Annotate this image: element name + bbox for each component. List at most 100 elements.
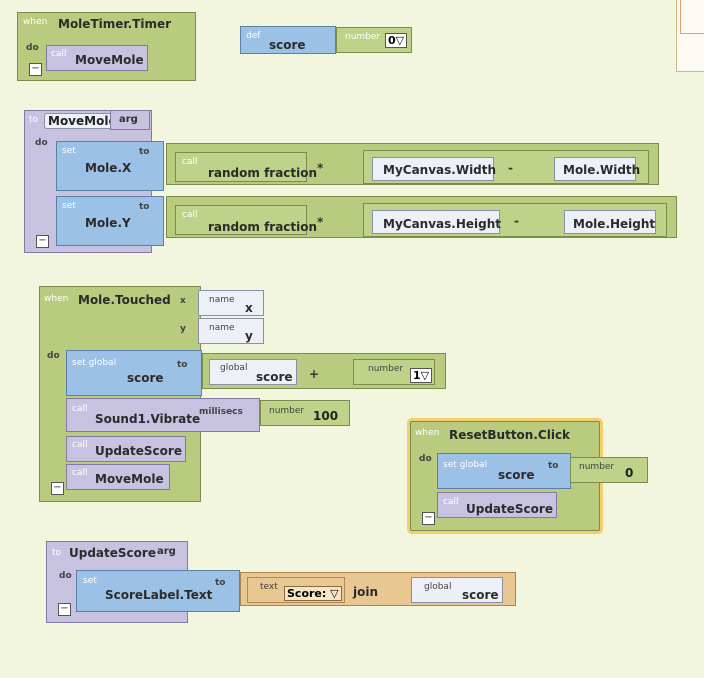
- call-movemole-block[interactable]: call MoveMole: [66, 464, 170, 490]
- canvas-height-getter[interactable]: MyCanvas.Height: [372, 210, 501, 234]
- random-fraction-call[interactable]: call random fraction: [175, 152, 317, 182]
- def-label: def: [246, 31, 261, 41]
- event-name: ResetButton.Click: [449, 428, 571, 442]
- property-name: Mole.Y: [85, 216, 131, 230]
- mole-width-getter[interactable]: Mole.Width: [554, 157, 640, 181]
- call-label: call: [72, 468, 88, 478]
- subtract-block-x[interactable]: MyCanvas.Width - Mole.Width: [363, 150, 649, 184]
- set-scorelabel-text-block[interactable]: set ScoreLabel.Text to: [76, 570, 240, 612]
- to-label: to: [177, 360, 188, 370]
- variable-name: score: [269, 38, 306, 52]
- number-value: 100: [313, 409, 339, 423]
- multiply-operator: *: [317, 215, 324, 229]
- to-label: to: [548, 461, 559, 471]
- global-score-getter[interactable]: global score: [411, 577, 503, 603]
- to-label: to: [52, 548, 62, 558]
- millisecs-label: millisecs: [199, 407, 243, 417]
- collapse-button[interactable]: −: [58, 603, 71, 616]
- number-dropdown[interactable]: 0▽: [385, 33, 408, 48]
- mole-timer-event-block[interactable]: when MoleTimer.Timer do call MoveMole −: [17, 12, 196, 81]
- property-name: MyCanvas.Width: [383, 163, 497, 177]
- set-global-score-block[interactable]: set global score to: [437, 453, 571, 489]
- multiply-block-y[interactable]: call random fraction * MyCanvas.Height -…: [166, 196, 677, 238]
- procedure-name: MoveMole: [95, 472, 164, 486]
- do-label: do: [59, 571, 72, 581]
- when-label: when: [44, 294, 69, 304]
- text-value-field[interactable]: Score: ▽: [284, 586, 342, 601]
- set-mole-y-block[interactable]: set Mole.Y to: [56, 196, 164, 246]
- to-label: to: [29, 115, 39, 125]
- random-fraction-call[interactable]: call random fraction: [175, 205, 317, 235]
- def-score-block[interactable]: def score: [240, 26, 336, 54]
- call-movemole-block[interactable]: call MoveMole: [46, 45, 148, 71]
- number-label: number: [269, 406, 305, 416]
- call-label: call: [72, 440, 88, 450]
- arg-label: arg: [119, 114, 138, 125]
- text-value: Score:: [287, 587, 327, 600]
- param-x-name[interactable]: name x: [198, 290, 264, 316]
- param-y-label: y: [180, 324, 186, 334]
- set-label: set: [83, 576, 97, 586]
- global-score-getter[interactable]: global score: [209, 359, 297, 385]
- collapse-button[interactable]: −: [51, 482, 64, 495]
- variable-name: score: [256, 370, 293, 384]
- arg-label: arg: [157, 546, 176, 557]
- collapse-button[interactable]: −: [422, 512, 435, 525]
- call-updatescore-block[interactable]: call UpdateScore: [437, 492, 557, 518]
- global-label: global: [220, 363, 248, 373]
- collapse-button[interactable]: −: [29, 63, 42, 76]
- multiply-operator: *: [317, 161, 324, 175]
- call-label: call: [182, 210, 198, 220]
- collapse-button[interactable]: −: [36, 235, 49, 248]
- minus-operator: -: [514, 214, 519, 228]
- number-label: number: [579, 462, 615, 472]
- number-label: number: [368, 364, 404, 374]
- function-name: random fraction: [208, 166, 318, 180]
- property-name: Mole.Width: [563, 163, 641, 177]
- when-label: when: [23, 17, 48, 27]
- variable-name: score: [462, 588, 499, 602]
- join-label: join: [353, 585, 379, 599]
- when-label: when: [415, 428, 440, 438]
- number-block[interactable]: number 0: [570, 457, 648, 483]
- workspace-panel-accent: [680, 0, 704, 34]
- procedure-name-field[interactable]: MoveMole: [44, 113, 121, 129]
- to-label: to: [215, 578, 226, 588]
- set-global-label: set global: [72, 358, 117, 368]
- call-label: call: [443, 497, 459, 507]
- join-block[interactable]: text Score: ▽ join global score: [240, 572, 516, 606]
- mole-height-getter[interactable]: Mole.Height: [564, 210, 656, 234]
- minus-operator: -: [508, 161, 513, 175]
- number-value: 1: [413, 369, 421, 382]
- variable-name: score: [127, 371, 164, 385]
- call-label: call: [51, 49, 67, 59]
- plus-operator: +: [309, 367, 320, 381]
- event-name: Mole.Touched: [78, 293, 171, 307]
- number-block[interactable]: number 100: [260, 400, 350, 426]
- multiply-block-x[interactable]: call random fraction * MyCanvas.Width - …: [166, 143, 659, 185]
- param-x-label: x: [180, 296, 186, 306]
- vibrate-call-block[interactable]: call Sound1.Vibrate millisecs: [66, 398, 260, 432]
- param-y-name[interactable]: name y: [198, 318, 264, 344]
- global-label: global: [424, 582, 452, 592]
- number-block[interactable]: number 1▽: [353, 359, 435, 385]
- arg-socket[interactable]: arg: [110, 110, 150, 130]
- call-updatescore-block[interactable]: call UpdateScore: [66, 436, 186, 462]
- add-block[interactable]: global score + number 1▽: [202, 353, 446, 389]
- number-label: number: [345, 32, 381, 42]
- property-name: Mole.X: [85, 161, 132, 175]
- to-label: to: [139, 147, 150, 157]
- number-block[interactable]: number 0▽: [336, 27, 412, 53]
- number-dropdown[interactable]: 1▽: [410, 368, 433, 383]
- name-label: name: [209, 295, 235, 305]
- number-value: 0: [388, 34, 396, 47]
- method-name: Sound1.Vibrate: [95, 412, 201, 426]
- property-name: Mole.Height: [573, 217, 656, 231]
- text-block[interactable]: text Score: ▽: [247, 577, 345, 603]
- number-value: 0: [625, 466, 634, 480]
- set-mole-x-block[interactable]: set Mole.X to: [56, 141, 164, 191]
- subtract-block-y[interactable]: MyCanvas.Height - Mole.Height: [363, 203, 667, 237]
- set-global-score-block[interactable]: set global score to: [66, 350, 202, 396]
- do-label: do: [26, 43, 39, 53]
- canvas-width-getter[interactable]: MyCanvas.Width: [372, 157, 497, 181]
